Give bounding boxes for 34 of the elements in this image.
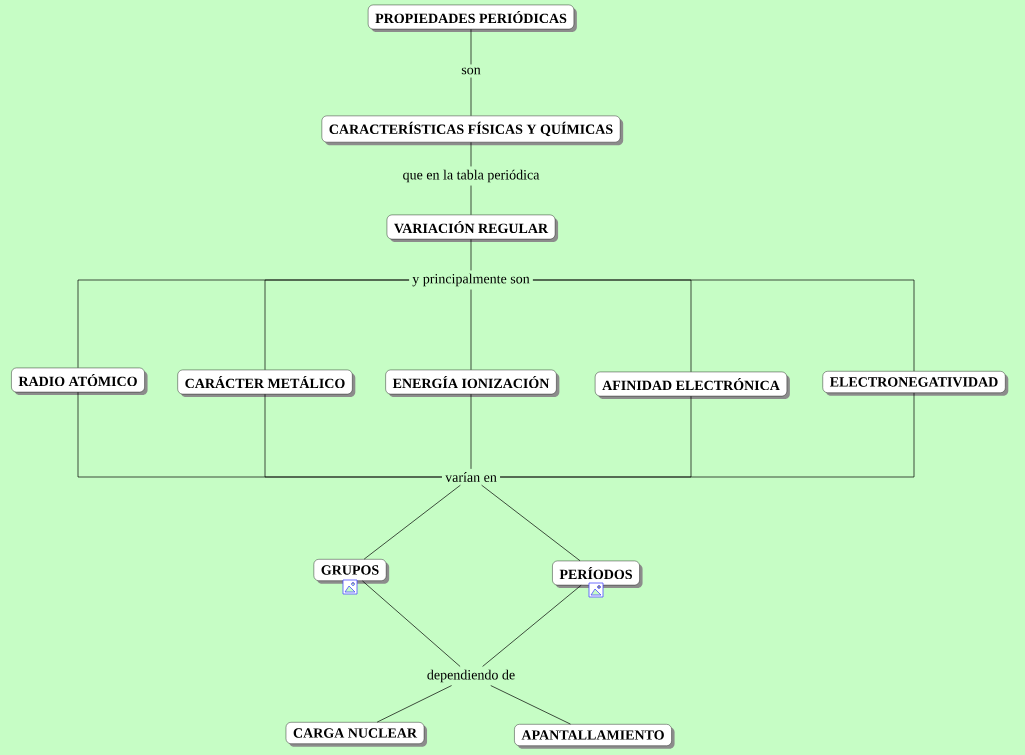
connector-line bbox=[470, 28, 472, 65]
connector-line bbox=[470, 393, 472, 470]
connector-line bbox=[470, 289, 472, 371]
linking-phrase: y principalmente son bbox=[412, 273, 530, 287]
concept-box: ENERGÍA IONIZACIÓN bbox=[385, 369, 560, 398]
connector-line bbox=[482, 584, 582, 667]
connector-line bbox=[470, 238, 472, 271]
concept-box: VARIACIÓN REGULAR bbox=[386, 214, 559, 243]
concept-box: ELECTRONEGATIVIDAD bbox=[822, 371, 1009, 396]
connector-line bbox=[363, 484, 461, 560]
connector-line bbox=[481, 484, 581, 562]
concept-box: CARÁCTER METÁLICO bbox=[177, 369, 356, 398]
concept-box: GRUPOS bbox=[313, 559, 390, 584]
connector-line bbox=[264, 393, 443, 478]
connector-line bbox=[470, 142, 472, 167]
concept-box: AFINIDAD ELECTRÓNICA bbox=[594, 371, 790, 400]
concept-box: RADIO ATÓMICO bbox=[11, 367, 148, 396]
connector-line bbox=[376, 685, 452, 723]
connector-line bbox=[470, 77, 472, 116]
concept-box: CARGA NUCLEAR bbox=[285, 722, 428, 747]
linking-phrase: dependiendo de bbox=[427, 669, 515, 683]
linking-phrase: varían en bbox=[445, 472, 497, 482]
connector-line bbox=[470, 185, 472, 216]
linking-phrase: son bbox=[461, 67, 481, 75]
connector-line bbox=[532, 279, 915, 372]
concept-box: PROPIEDADES PERIÓDICAS bbox=[367, 4, 577, 33]
linking-phrase: que en la tabla periódica bbox=[403, 169, 540, 183]
connector-line bbox=[490, 685, 571, 725]
connector-line bbox=[264, 279, 410, 371]
connector-line bbox=[362, 580, 461, 667]
concept-box: APANTALLAMIENTO bbox=[514, 724, 675, 749]
concept-box: CARACTERÍSTICAS FÍSICAS Y QUÍMICAS bbox=[321, 115, 624, 146]
concept-box: PERÍODOS bbox=[552, 560, 643, 589]
connector-line bbox=[499, 392, 915, 478]
